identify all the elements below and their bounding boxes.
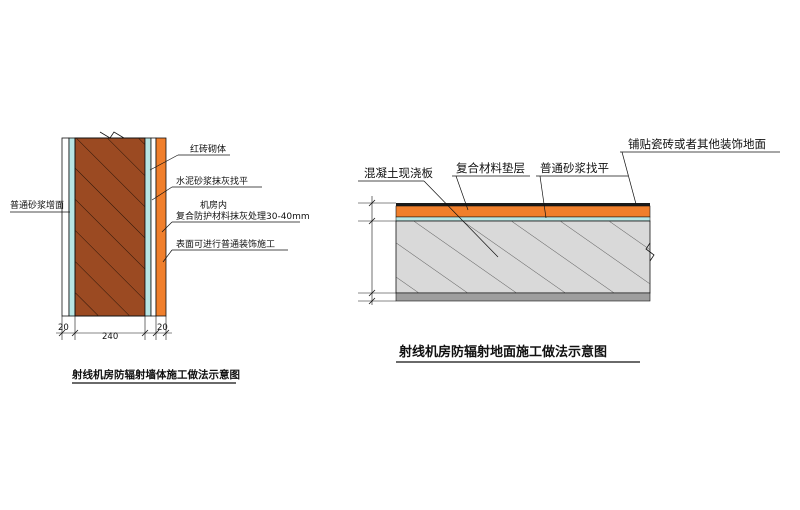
wall-left-outer-layer bbox=[61, 137, 70, 317]
wall-title: 射线机房防辐射墙体施工做法示意图 bbox=[71, 368, 240, 381]
floor-tile-layer bbox=[396, 203, 650, 206]
wall-diagram: 红砖砌体 水泥砂浆抹灰找平 机房内 复合防护材料抹灰处理30-40mm 表面可进… bbox=[10, 131, 310, 384]
label-brick: 红砖砌体 bbox=[190, 143, 226, 155]
wall-right-white-layer bbox=[150, 137, 157, 317]
floor-title: 射线机房防辐射地面施工做法示意图 bbox=[398, 344, 607, 360]
leader-cement bbox=[151, 186, 173, 201]
wall-break-mark bbox=[99, 131, 125, 139]
dim-right: 20 bbox=[157, 323, 168, 333]
dim-left: 20 bbox=[58, 323, 69, 333]
floor-leveling-layer bbox=[395, 216, 651, 222]
label-concrete: 混凝土现浇板 bbox=[364, 166, 433, 180]
leader-brick bbox=[149, 154, 179, 171]
wall-composite-layer bbox=[155, 137, 167, 317]
label-room-inside: 机房内 bbox=[200, 199, 227, 211]
dim-middle: 240 bbox=[102, 332, 118, 342]
label-floor-composite: 复合材料垫层 bbox=[456, 161, 525, 175]
label-surface: 表面可进行普通装饰施工 bbox=[176, 238, 275, 250]
wall-brick-hatch bbox=[75, 138, 145, 316]
label-ordinary-plaster: 普通砂浆增面 bbox=[10, 199, 64, 211]
floor-composite-layer bbox=[395, 205, 651, 218]
wall-dimensions bbox=[56, 316, 172, 340]
leader-surface bbox=[162, 249, 173, 263]
floor-dimensions bbox=[358, 196, 396, 305]
wall-left-cement-layer bbox=[68, 137, 76, 317]
leader-composite bbox=[161, 221, 173, 233]
floor-bottom-layer bbox=[395, 292, 651, 302]
label-cement: 水泥砂浆抹灰找平 bbox=[176, 175, 248, 187]
label-leveling: 普通砂浆找平 bbox=[540, 161, 609, 175]
floor-diagram: 混凝土现浇板 复合材料垫层 普通砂浆找平 铺贴瓷砖或者其他装饰地面 射线机房防辐… bbox=[358, 137, 780, 363]
label-composite: 复合防护材料抹灰处理30-40mm bbox=[176, 210, 310, 222]
floor-concrete-hatch bbox=[396, 221, 650, 293]
wall-right-cement-layer bbox=[144, 137, 152, 317]
label-tile: 铺贴瓷砖或者其他装饰地面 bbox=[628, 137, 766, 151]
floor-break-mark bbox=[645, 242, 655, 262]
